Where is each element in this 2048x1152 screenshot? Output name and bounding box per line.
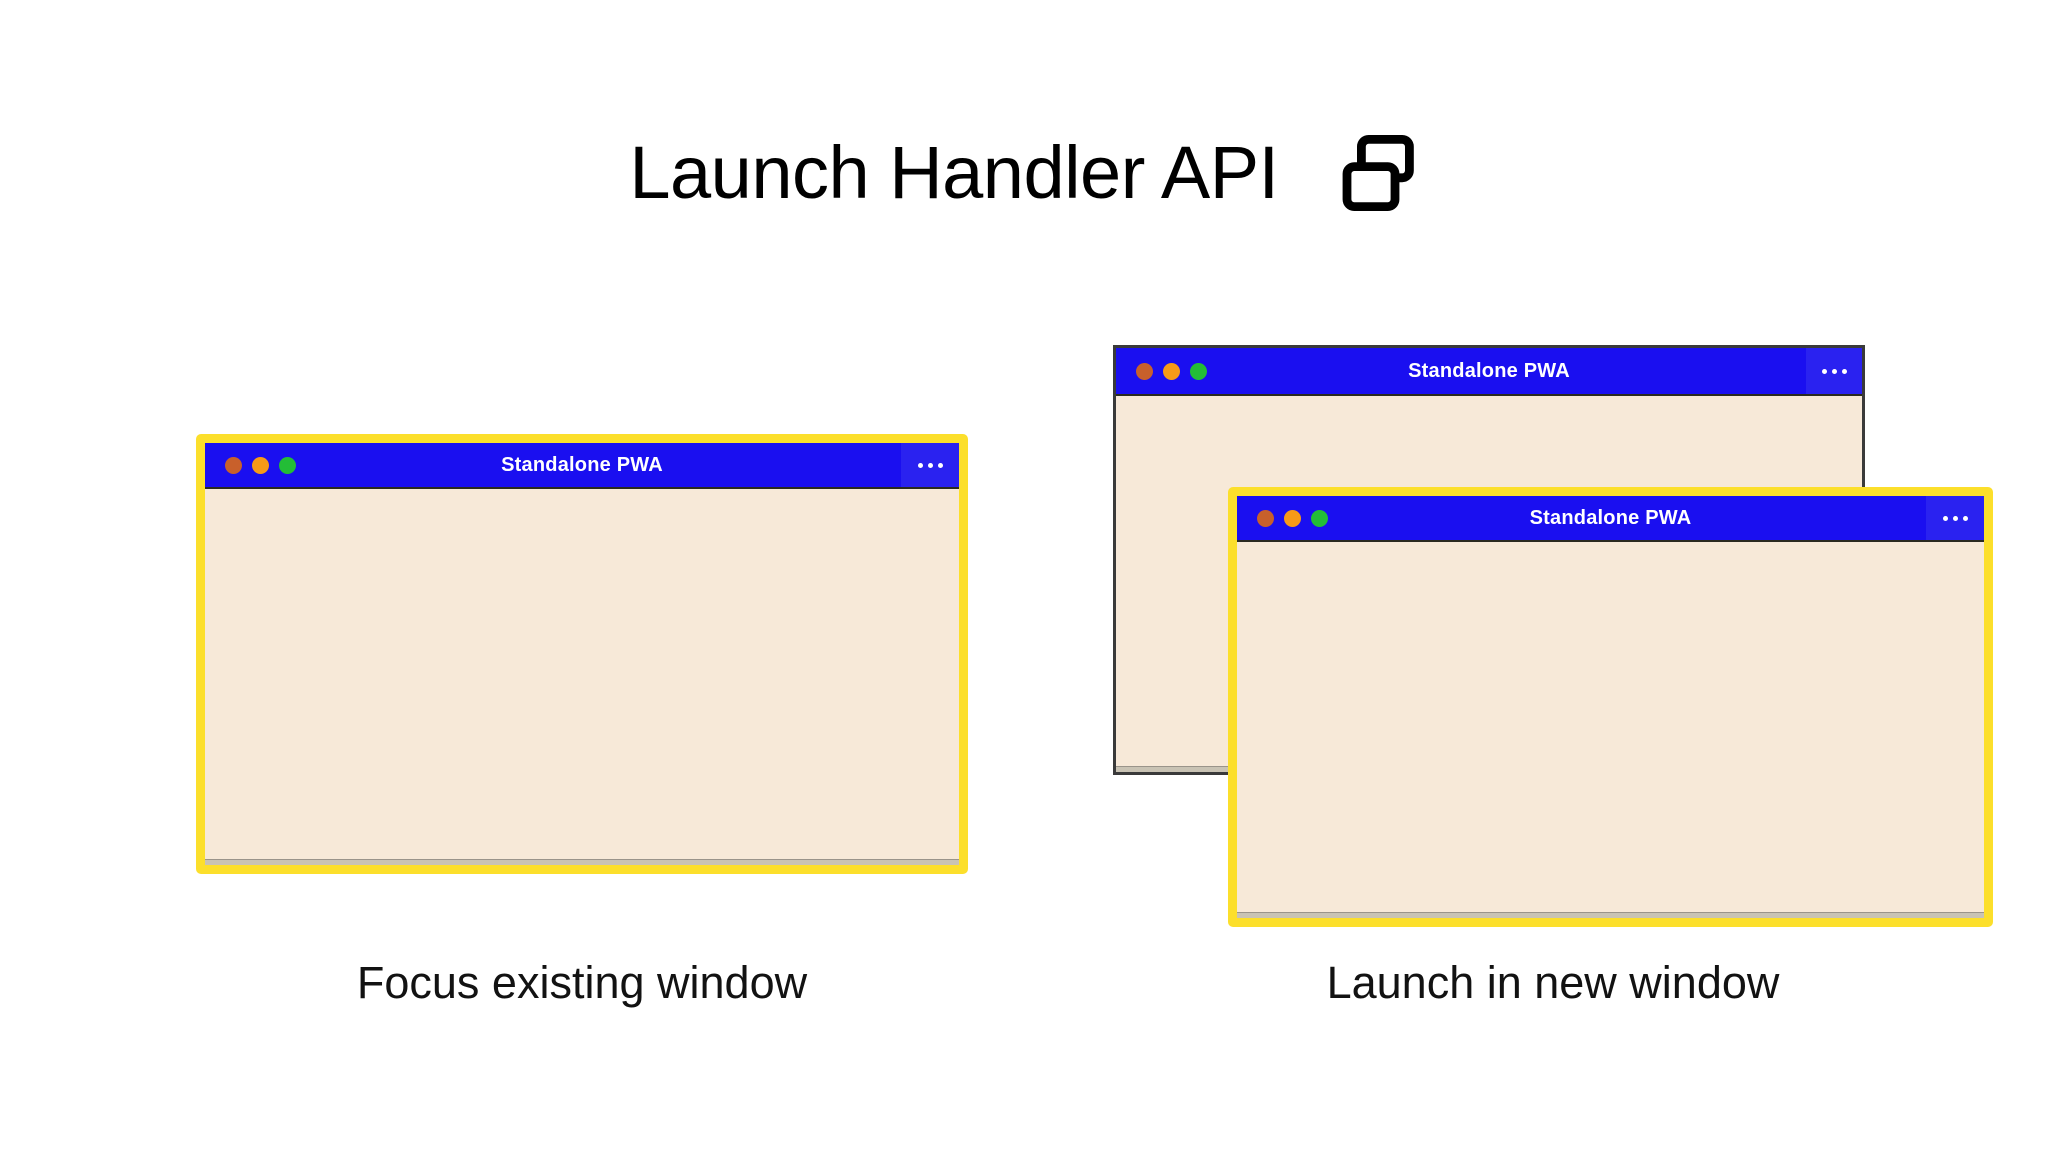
window-titlebar[interactable]: Standalone PWA [1116,348,1862,396]
overflow-menu-button[interactable] [1926,496,1984,540]
traffic-light-controls [1237,509,1328,527]
maximize-button-icon[interactable] [1190,362,1207,380]
window-content-area[interactable] [1237,542,1984,918]
caption-focus-existing: Focus existing window [356,957,808,1008]
window-titlebar[interactable]: Standalone PWA [205,443,959,489]
window-titlebar[interactable]: Standalone PWA [1237,496,1984,542]
overflow-menu-button[interactable] [1806,348,1862,394]
traffic-light-controls [1116,362,1207,380]
maximize-button-icon[interactable] [1311,509,1328,527]
page-title: Launch Handler API [629,131,1279,214]
page-header: Launch Handler API [0,118,2048,228]
minimize-button-icon[interactable] [1284,509,1301,527]
overflow-menu-button[interactable] [901,443,959,487]
minimize-button-icon[interactable] [252,456,269,474]
traffic-light-controls [205,456,296,474]
overflow-menu-icon [917,462,943,468]
window-focus-existing[interactable]: Standalone PWA [196,434,968,874]
caption-launch-new: Launch in new window [1326,957,1780,1008]
window-title: Standalone PWA [1408,359,1570,382]
window-content-area[interactable] [205,489,959,865]
close-button-icon[interactable] [225,456,242,474]
overflow-menu-icon [1942,515,1968,521]
multi-window-icon [1342,135,1414,211]
minimize-button-icon[interactable] [1163,362,1180,380]
close-button-icon[interactable] [1136,362,1153,380]
maximize-button-icon[interactable] [279,456,296,474]
window-inner: Standalone PWA [1237,496,1984,918]
window-title: Standalone PWA [501,453,663,476]
window-inner: Standalone PWA [205,443,959,865]
window-title: Standalone PWA [1529,506,1692,529]
window-new-foreground[interactable]: Standalone PWA [1228,487,1993,927]
close-button-icon[interactable] [1257,509,1274,527]
overflow-menu-icon [1821,368,1847,374]
